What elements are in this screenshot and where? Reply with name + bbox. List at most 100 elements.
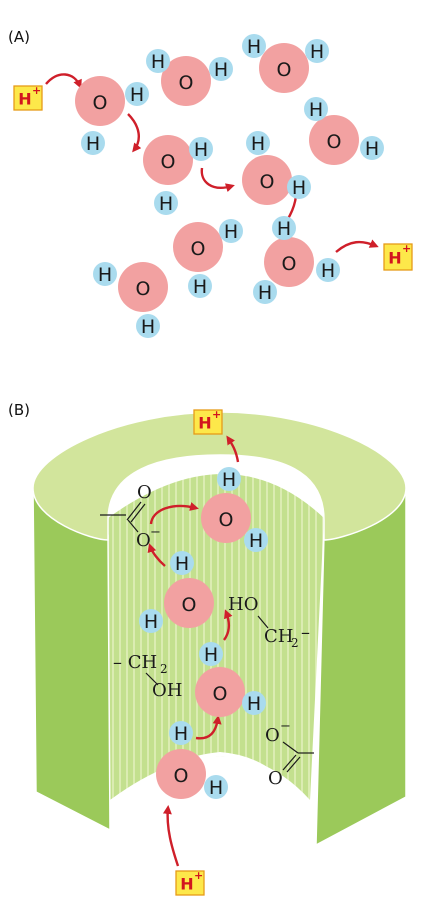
svg-text:HO: HO — [228, 594, 258, 615]
svg-text:H: H — [193, 276, 207, 298]
svg-text:–: – — [301, 622, 310, 643]
svg-text:H: H — [249, 530, 263, 552]
water-molecule: O H H — [75, 76, 149, 155]
svg-text:O: O — [268, 768, 283, 789]
proton-hop-arrow — [162, 805, 180, 867]
water-molecule: O H H — [143, 135, 213, 215]
proton-hop-arrow — [45, 73, 82, 89]
svg-text:O: O — [179, 72, 194, 94]
proton-hop-arrow — [149, 502, 199, 525]
water-molecule: O H H — [156, 721, 228, 799]
proton-hop-arrow — [147, 543, 166, 567]
channel-pore-wall — [108, 474, 324, 800]
water-molecule: O H H — [195, 642, 266, 717]
svg-text:2: 2 — [160, 662, 168, 676]
proton-hop-arrow — [200, 167, 235, 193]
svg-text:O: O — [282, 253, 297, 275]
svg-text:H: H — [292, 177, 306, 199]
h-plus-out-badge: H + — [383, 242, 413, 271]
svg-text:H: H — [224, 221, 238, 243]
svg-text:H: H — [194, 139, 208, 161]
svg-text:H: H — [209, 777, 223, 799]
svg-text:O: O — [136, 278, 151, 300]
proton-hop-arrow — [335, 239, 379, 253]
svg-text:H: H — [144, 611, 158, 633]
proton-hop-arrow — [226, 435, 240, 463]
panel-b: (B) O O − — [8, 401, 407, 896]
svg-text:H: H — [98, 264, 112, 286]
svg-text:H: H — [214, 59, 228, 81]
svg-text:H: H — [309, 99, 323, 121]
svg-text:+: + — [194, 869, 203, 882]
water-molecule: O H H — [201, 467, 268, 552]
h-plus-in-badge: H + — [13, 84, 43, 111]
svg-text:H: H — [86, 133, 100, 155]
svg-text:H: H — [388, 249, 401, 268]
svg-text:O: O — [137, 482, 152, 503]
svg-text:CH: CH — [264, 626, 293, 647]
svg-text:O: O — [161, 151, 176, 173]
svg-text:−: − — [150, 525, 161, 540]
svg-text:H: H — [151, 51, 165, 73]
svg-text:O: O — [277, 59, 292, 81]
svg-text:O: O — [182, 594, 197, 616]
water-molecule: O H H — [146, 49, 233, 106]
water-molecule: O H H — [242, 131, 311, 205]
svg-text:H: H — [251, 133, 265, 155]
channel-wall-right — [315, 485, 407, 847]
svg-text:O: O — [213, 683, 228, 705]
svg-text:2: 2 — [291, 636, 299, 650]
water-molecule: O H H — [173, 219, 243, 298]
svg-text:H: H — [180, 875, 193, 894]
carboxyl-group-bottom: O − O — [265, 719, 314, 789]
hydroxymethyl-group-left: – CH 2 OH — [113, 652, 182, 701]
svg-text:O: O — [265, 725, 280, 746]
svg-text:H: H — [175, 553, 189, 575]
svg-text:O: O — [174, 765, 189, 787]
water-molecule: O H H H — [253, 216, 340, 304]
svg-text:O: O — [327, 131, 342, 153]
panel-a-label: (A) — [8, 28, 30, 46]
svg-text:+: + — [402, 242, 411, 255]
svg-text:H: H — [310, 41, 324, 63]
water-molecule: O H H — [242, 34, 329, 93]
svg-text:O: O — [260, 171, 275, 193]
water-molecule: O H H — [139, 551, 214, 633]
svg-text:H: H — [18, 90, 31, 109]
svg-text:H: H — [247, 693, 261, 715]
svg-text:O: O — [191, 238, 206, 260]
proton-hop-arrow — [127, 113, 142, 153]
proton-hop-arrow — [223, 609, 233, 641]
svg-text:+: + — [212, 408, 221, 421]
svg-text:−: − — [280, 719, 291, 734]
svg-text:H: H — [247, 36, 261, 58]
hydroxymethyl-group-right: HO CH 2 – — [228, 594, 310, 650]
svg-text:H: H — [141, 316, 155, 338]
svg-text:H: H — [258, 282, 272, 304]
svg-text:H: H — [130, 84, 144, 106]
svg-text:O: O — [136, 530, 151, 551]
svg-text:O: O — [93, 92, 108, 114]
svg-text:H: H — [204, 644, 218, 666]
h-plus-top-badge: H + — [193, 408, 223, 435]
svg-text:H: H — [277, 218, 291, 240]
svg-text:– CH: – CH — [113, 652, 157, 673]
panel-b-label: (B) — [8, 401, 30, 419]
water-molecule: O H H — [93, 262, 168, 338]
svg-text:H: H — [198, 414, 211, 433]
svg-text:H: H — [159, 193, 173, 215]
proton-hop-arrow — [195, 715, 222, 740]
svg-text:H: H — [222, 469, 236, 491]
ion-channel — [32, 411, 407, 848]
panel-a: (A) H + H + O H H O — [8, 28, 413, 338]
svg-text:H: H — [365, 138, 379, 160]
water-molecule: O H H — [304, 97, 384, 165]
svg-text:O: O — [219, 509, 234, 531]
svg-text:H: H — [321, 260, 335, 282]
carboxyl-group-top: O O − — [100, 482, 161, 551]
svg-text:OH: OH — [152, 680, 182, 701]
svg-text:H: H — [174, 723, 188, 745]
h-plus-bottom-badge: H + — [175, 869, 205, 896]
svg-text:+: + — [32, 84, 41, 97]
